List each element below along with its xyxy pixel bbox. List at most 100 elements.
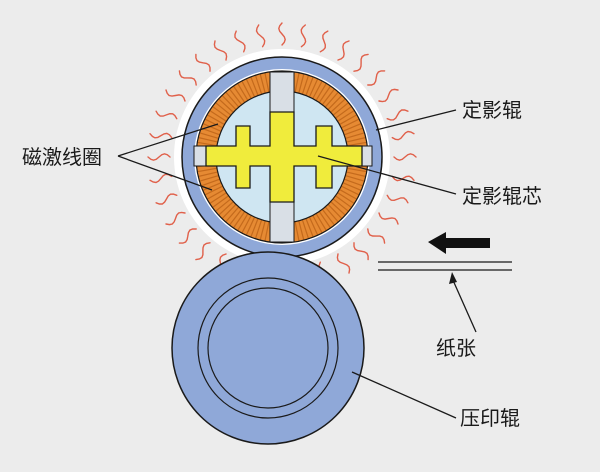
coil-winding (332, 102, 349, 116)
coil-winding (318, 85, 332, 103)
coil-winding (308, 216, 319, 236)
coil-winding (199, 132, 219, 139)
coil-winding (241, 215, 252, 234)
coil-winding (197, 141, 218, 147)
heat-wave (255, 24, 266, 48)
coil-winding (343, 127, 364, 136)
coil-winding (346, 136, 366, 143)
heat-wave (165, 89, 186, 102)
coil-winding (301, 75, 310, 95)
paper-sheet (378, 261, 512, 271)
leader-paper-arrowhead (449, 272, 457, 284)
coil-winding (212, 105, 229, 119)
heat-wave (234, 30, 246, 53)
coil-winding (245, 78, 256, 98)
coil-winding (312, 80, 323, 99)
coil-winding (215, 198, 232, 212)
coil-winding (318, 211, 332, 229)
coil-winding (206, 114, 225, 126)
coil-winding (245, 216, 256, 236)
coil-winding (202, 122, 222, 132)
pressure-roller-ring-inner (207, 287, 329, 409)
coil-winding (200, 127, 221, 136)
heat-wave (367, 228, 386, 244)
coil-winding (345, 132, 365, 139)
coil-winding (342, 182, 362, 192)
fixing-roller (174, 49, 390, 265)
coil-winding (327, 94, 343, 111)
pressure-roller-ring-outer (197, 277, 339, 419)
coil-winding (218, 98, 234, 113)
coil-winding (241, 80, 252, 99)
heat-wave (367, 70, 386, 86)
coil-winding (339, 114, 358, 126)
coil-winding (330, 98, 346, 113)
coil-winding (324, 206, 339, 223)
coil-winding (259, 73, 266, 94)
heat-wave (195, 242, 211, 261)
heat-wave (336, 253, 351, 274)
coil-winding (298, 220, 305, 241)
coil-winding (229, 208, 243, 226)
coil-winding (342, 122, 362, 132)
coil-winding (343, 178, 364, 187)
leader-coil-upper (117, 123, 219, 157)
coil-winding (202, 182, 222, 192)
coil-winding (337, 110, 355, 122)
heat-wave-icon (147, 22, 417, 284)
coil-winding (312, 215, 323, 234)
heat-wave (178, 228, 197, 244)
heat-wave (149, 132, 173, 139)
heat-wave (319, 30, 329, 53)
coil-winding (204, 118, 224, 129)
heat-wave (391, 175, 415, 182)
coil-winding (232, 85, 246, 103)
coil-winding (264, 72, 270, 93)
coil-winding (305, 76, 314, 96)
coil-winding (225, 91, 240, 108)
heat-wave (195, 53, 211, 72)
pressure-roller (171, 251, 365, 445)
heat-wave (147, 153, 171, 161)
coil-winding (250, 218, 259, 238)
coil-winding (339, 188, 358, 200)
coil-winding (340, 118, 360, 129)
heat-wave (386, 194, 409, 204)
roller-core-label: 定影辊芯 (462, 184, 542, 208)
coil-winding (229, 88, 243, 106)
coil-winding (259, 220, 266, 241)
coil-winding (335, 105, 352, 119)
coil-winding (305, 218, 314, 238)
coil-winding (198, 136, 218, 143)
leader-fixing-roller (375, 109, 457, 131)
leader-pressure-roller (351, 371, 457, 419)
coil-winding (250, 76, 259, 96)
coil-winding (237, 83, 249, 101)
core-holder-top (269, 71, 295, 115)
coil-winding (330, 201, 346, 216)
coil-winding (209, 192, 227, 204)
coil-winding (308, 78, 319, 98)
pressure-roller-label: 压印辊 (460, 406, 520, 430)
leader-roller-core (317, 155, 457, 195)
coil-winding (298, 73, 305, 94)
heat-wave (391, 130, 415, 141)
coil-winding (346, 171, 366, 178)
heat-wave (178, 70, 197, 86)
coil-winding (237, 213, 249, 231)
coil-winding (215, 102, 232, 116)
coil-winding (200, 178, 221, 187)
coil-winding (345, 175, 365, 182)
coil-winding (254, 75, 263, 95)
heat-wave (155, 193, 178, 205)
roller-core (205, 111, 363, 203)
coil-winding (327, 203, 343, 220)
heat-wave (337, 40, 350, 61)
leader-paper (451, 277, 477, 333)
heat-wave (165, 211, 186, 226)
fixing-roller-label: 定影辊 (462, 98, 522, 122)
heat-wave (353, 242, 369, 261)
coil-winding (332, 198, 349, 212)
